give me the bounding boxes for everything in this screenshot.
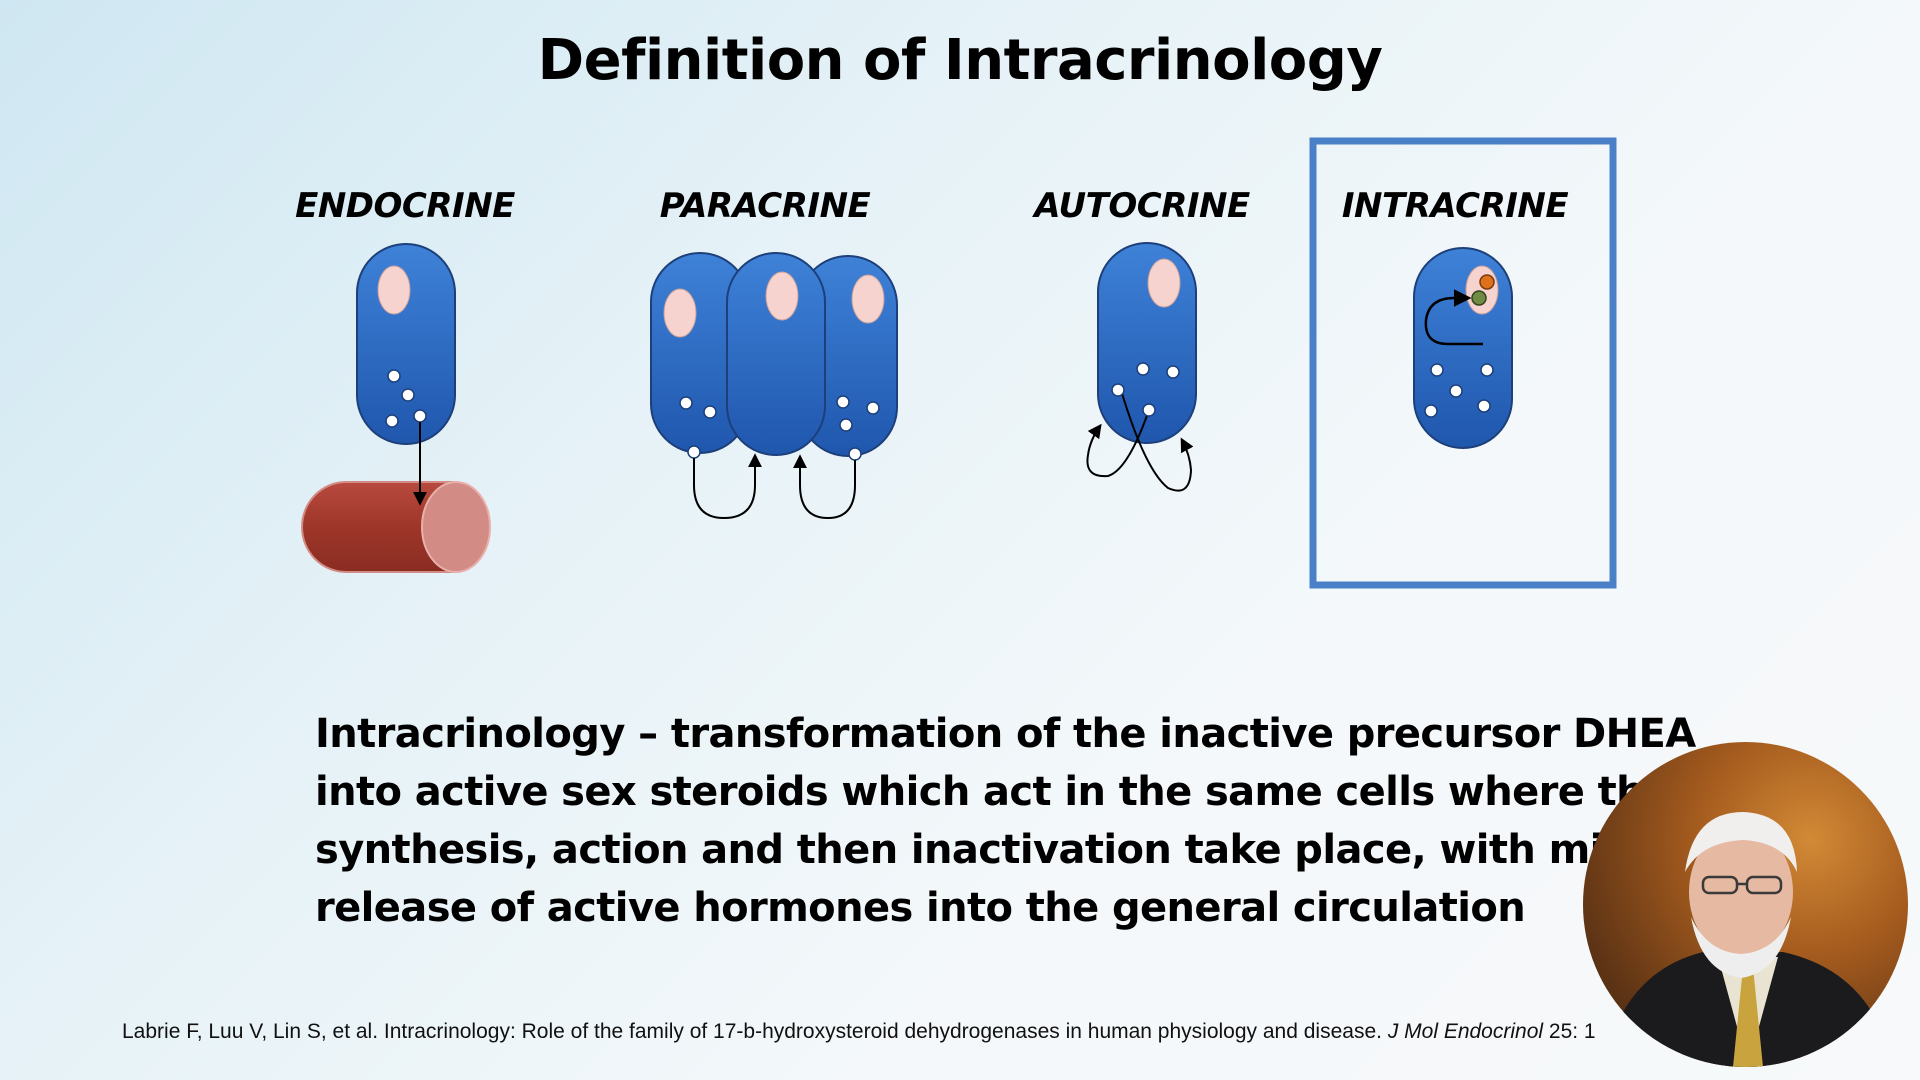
hormone-granule (1166, 365, 1180, 379)
hormone-granule (836, 395, 850, 409)
intracrine-panel (1309, 137, 1617, 589)
paracrine-panel (650, 252, 898, 520)
definition-line: Intracrinology – transformation of the i… (315, 711, 1696, 757)
hormone-granule (679, 396, 693, 410)
nucleus (765, 271, 799, 321)
hormone-granule (1111, 383, 1125, 397)
autocrine-arrow-left (1086, 409, 1150, 478)
hormone-granule (848, 447, 862, 461)
endocrine-panel (301, 243, 491, 573)
hormone-granule (687, 445, 701, 459)
autocrine-nucleus (1147, 258, 1181, 308)
presenter-silhouette (1603, 812, 1893, 1067)
intracrine-highlight-frame (1309, 137, 1617, 589)
citation-volume: 25: 1 (1548, 1020, 1596, 1043)
citation-journal: J Mol Endocrinol (1387, 1020, 1544, 1043)
definition-line: into active sex steroids which act in th… (315, 769, 1703, 815)
nucleus (851, 274, 885, 324)
nucleus (663, 288, 697, 338)
hormone-granule (1136, 362, 1150, 376)
hormone-granule (413, 409, 427, 423)
paracrine-arrow-left (693, 453, 762, 520)
hormone-granule (1480, 363, 1494, 377)
active-steroid-orange (1479, 274, 1495, 290)
hormone-granule (703, 405, 717, 419)
autocrine-panel (1086, 242, 1197, 492)
label-paracrine: PARACRINE (659, 186, 871, 226)
hormone-granule (1424, 404, 1438, 418)
intracrine-cell (1413, 247, 1513, 449)
citation-text: Labrie F, Luu V, Lin S, et al. Intracrin… (122, 1020, 1382, 1043)
autocrine-arrow-right (1120, 389, 1194, 492)
hormone-granule (1142, 403, 1156, 417)
hormone-granule (1449, 384, 1463, 398)
definition-line: synthesis, action and then inactivation … (315, 827, 1725, 873)
intracrine-arrow (1424, 289, 1483, 346)
hormone-granule (1430, 363, 1444, 377)
definition-text: Intracrinology – transformation of the i… (315, 705, 1725, 937)
presenter-webcam (1583, 742, 1908, 1067)
paracrine-arrow-right (793, 454, 856, 520)
hormone-granule (401, 388, 415, 402)
definition-line: release of active hormones into the gene… (315, 885, 1526, 931)
hormone-granule (839, 418, 853, 432)
label-autocrine: AUTOCRINE (1034, 186, 1250, 226)
label-intracrine: INTRACRINE (1341, 186, 1569, 226)
label-endocrine: ENDOCRINE (295, 186, 515, 226)
citation: Labrie F, Luu V, Lin S, et al. Intracrin… (122, 1020, 1596, 1044)
hormone-granule (1477, 399, 1491, 413)
blood-vessel-end (421, 481, 491, 573)
slide-title: Definition of Intracrinology (537, 28, 1383, 93)
endocrine-nucleus (377, 265, 411, 315)
active-steroid-green (1471, 290, 1487, 306)
hormone-granule (385, 414, 399, 428)
hormone-granule (387, 369, 401, 383)
hormone-granule (866, 401, 880, 415)
intracrine-nucleus (1465, 265, 1499, 315)
paracrine-cell-center (726, 252, 826, 456)
